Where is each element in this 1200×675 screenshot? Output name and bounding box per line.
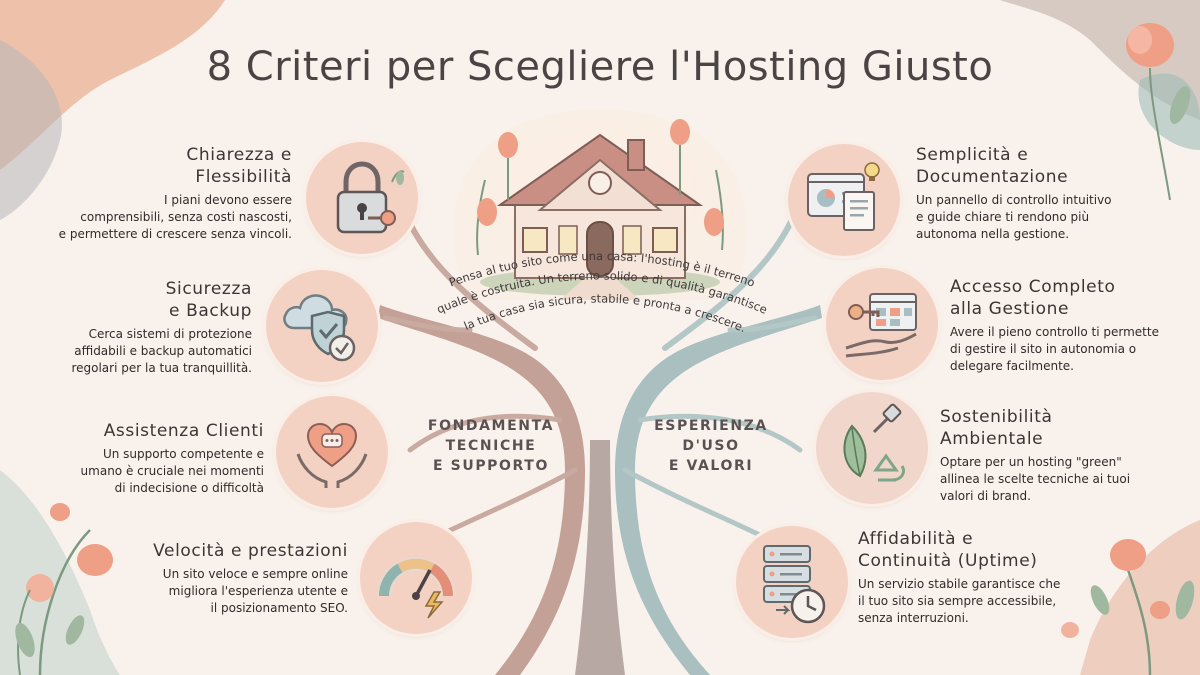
criterion-title: Assistenza Clienti [103, 421, 264, 441]
criterion-description: Optare per un hosting "green"allinea le … [940, 455, 1131, 503]
criterion-assistenza: Assistenza Clienti Un supporto competent… [20, 420, 264, 497]
cloud-shield-icon [266, 270, 378, 382]
flower-top-right [1126, 23, 1191, 201]
intro-line-3: la tua casa sia sicura, stabile e pronta… [462, 291, 748, 335]
page-title: 8 Criteri per Scegliere l'Hosting Giusto [206, 44, 994, 90]
speedometer-icon [360, 522, 472, 634]
tree-trunk-core [575, 440, 625, 675]
corner-wash-bottom-right [1080, 520, 1200, 675]
house-illustration [476, 119, 724, 300]
dashboard-docs-icon [788, 144, 900, 256]
criterion-title: Velocità e prestazioni [153, 541, 348, 561]
server-clock-icon [736, 526, 848, 638]
branch-label-left: FONDAMENTA TECNICHE E SUPPORTO [427, 418, 555, 474]
leaf-plug-icon [816, 392, 928, 504]
flowers-bottom-right [1061, 539, 1195, 675]
corner-wash-bottom-left [0, 470, 120, 675]
key-hand-icon [826, 268, 938, 380]
flowers-bottom-left [15, 503, 113, 675]
corner-wash-top-left-grey [0, 40, 62, 220]
criterion-velocita: Velocità e prestazioni Un sito veloce e … [20, 540, 348, 617]
branch-label-right: ESPERIENZA D'USO E VALORI [654, 418, 768, 474]
heart-hands-icon [276, 396, 388, 508]
svg-text:la tua casa sia sicura, stabil: la tua casa sia sicura, stabile e pronta… [462, 291, 748, 335]
corner-wash-top-left [0, 0, 225, 170]
padlock-key-icon [306, 142, 418, 254]
